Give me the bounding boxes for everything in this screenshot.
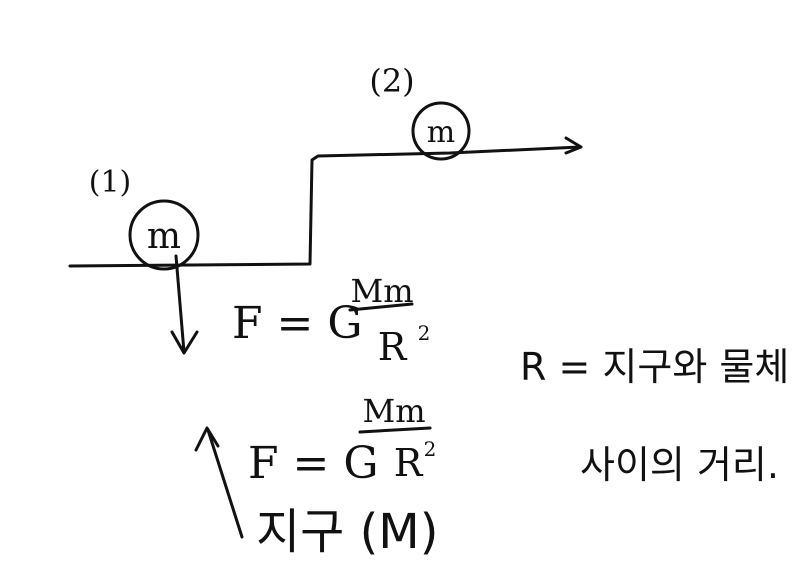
force-down-arrow (174, 254, 186, 354)
position-2-label: (2) (369, 62, 414, 100)
formula-up-numerator: Mm (362, 392, 425, 430)
force-down-arrowhead (170, 330, 199, 355)
force-up-arrow (206, 428, 244, 539)
formula-down-denominator: R (378, 325, 408, 369)
formula-up-denominator: R (394, 441, 424, 485)
ground-step-line (68, 145, 582, 268)
formula-down-lhs: F = G (232, 298, 363, 349)
formula-up-fraction-bar (358, 426, 432, 434)
note-line-1: R = 지구와 물체 (520, 345, 789, 389)
mass-2-label: m (427, 115, 455, 150)
earth-label: 지구 (M) (256, 504, 438, 560)
formula-up-exponent: 2 (424, 437, 437, 461)
mass-1-label: m (147, 216, 181, 257)
formula-down-exponent: 2 (418, 321, 431, 345)
formula-up-lhs: F = G (248, 438, 379, 489)
position-1-label: (1) (89, 165, 132, 200)
mass-2-circle (411, 101, 471, 161)
note-line-2: 사이의 거리. (580, 443, 779, 487)
formula-down-fraction-bar (348, 302, 414, 312)
ground-arrowhead (564, 136, 583, 155)
mass-1-circle (128, 199, 200, 271)
force-up-arrowhead (194, 426, 220, 452)
